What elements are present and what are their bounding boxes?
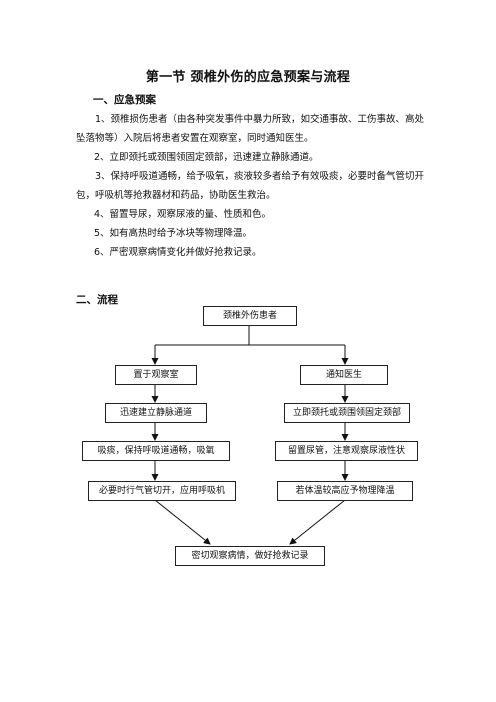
flow-left-step-1: 置于观察室 <box>115 365 197 385</box>
plan-item-6: 6、严密观察病情变化并做好抢救记录。 <box>94 247 262 258</box>
plan-item-3: 3、保持呼吸道通畅，给予吸氧，痰液较多者给予有效吸痰，必要时备气管切开包，呼吸机… <box>76 171 425 201</box>
section-heading-plan: 一、应急预案 <box>93 94 156 106</box>
flow-right-step-1: 通知医生 <box>300 365 388 385</box>
flow-right-step-2: 立即颈托或颈围领固定颈部 <box>284 403 410 423</box>
plan-item-2: 2、立即颈托或颈围领固定颈部，迅速建立静脉通道。 <box>94 152 319 163</box>
section-heading-flow: 二、流程 <box>76 294 118 306</box>
page-title: 第一节 颈椎外伤的应急预案与流程 <box>145 70 351 85</box>
plan-item-1: 1、颈椎损伤患者（由各种突发事件中暴力所致，如交通事故、工伤事故、高处坠落物等）… <box>76 114 425 144</box>
flow-left-step-4: 必要时行气管切开，应用呼吸机 <box>88 481 236 501</box>
flow-end-box: 密切观察病情，做好抢救记录 <box>175 546 325 566</box>
arrow-right-to-end <box>289 499 346 545</box>
flow-right-step-4: 若体温较高应予物理降温 <box>277 481 413 501</box>
flow-left-step-2: 迅速建立静脉通道 <box>105 403 207 423</box>
plan-item-4: 4、留置导尿，观察尿液的量、性质和色。 <box>94 209 272 220</box>
plan-item-5: 5、如有高热时给予冰块等物理降温。 <box>94 228 253 239</box>
flow-start-box: 颈椎外伤患者 <box>203 306 297 326</box>
arrow-left-to-end <box>154 499 211 545</box>
flow-left-step-3: 吸痰，保持呼吸道通畅，吸氧 <box>82 441 230 461</box>
flow-right-step-3: 留置尿管，注意观察尿液性状 <box>275 441 418 461</box>
